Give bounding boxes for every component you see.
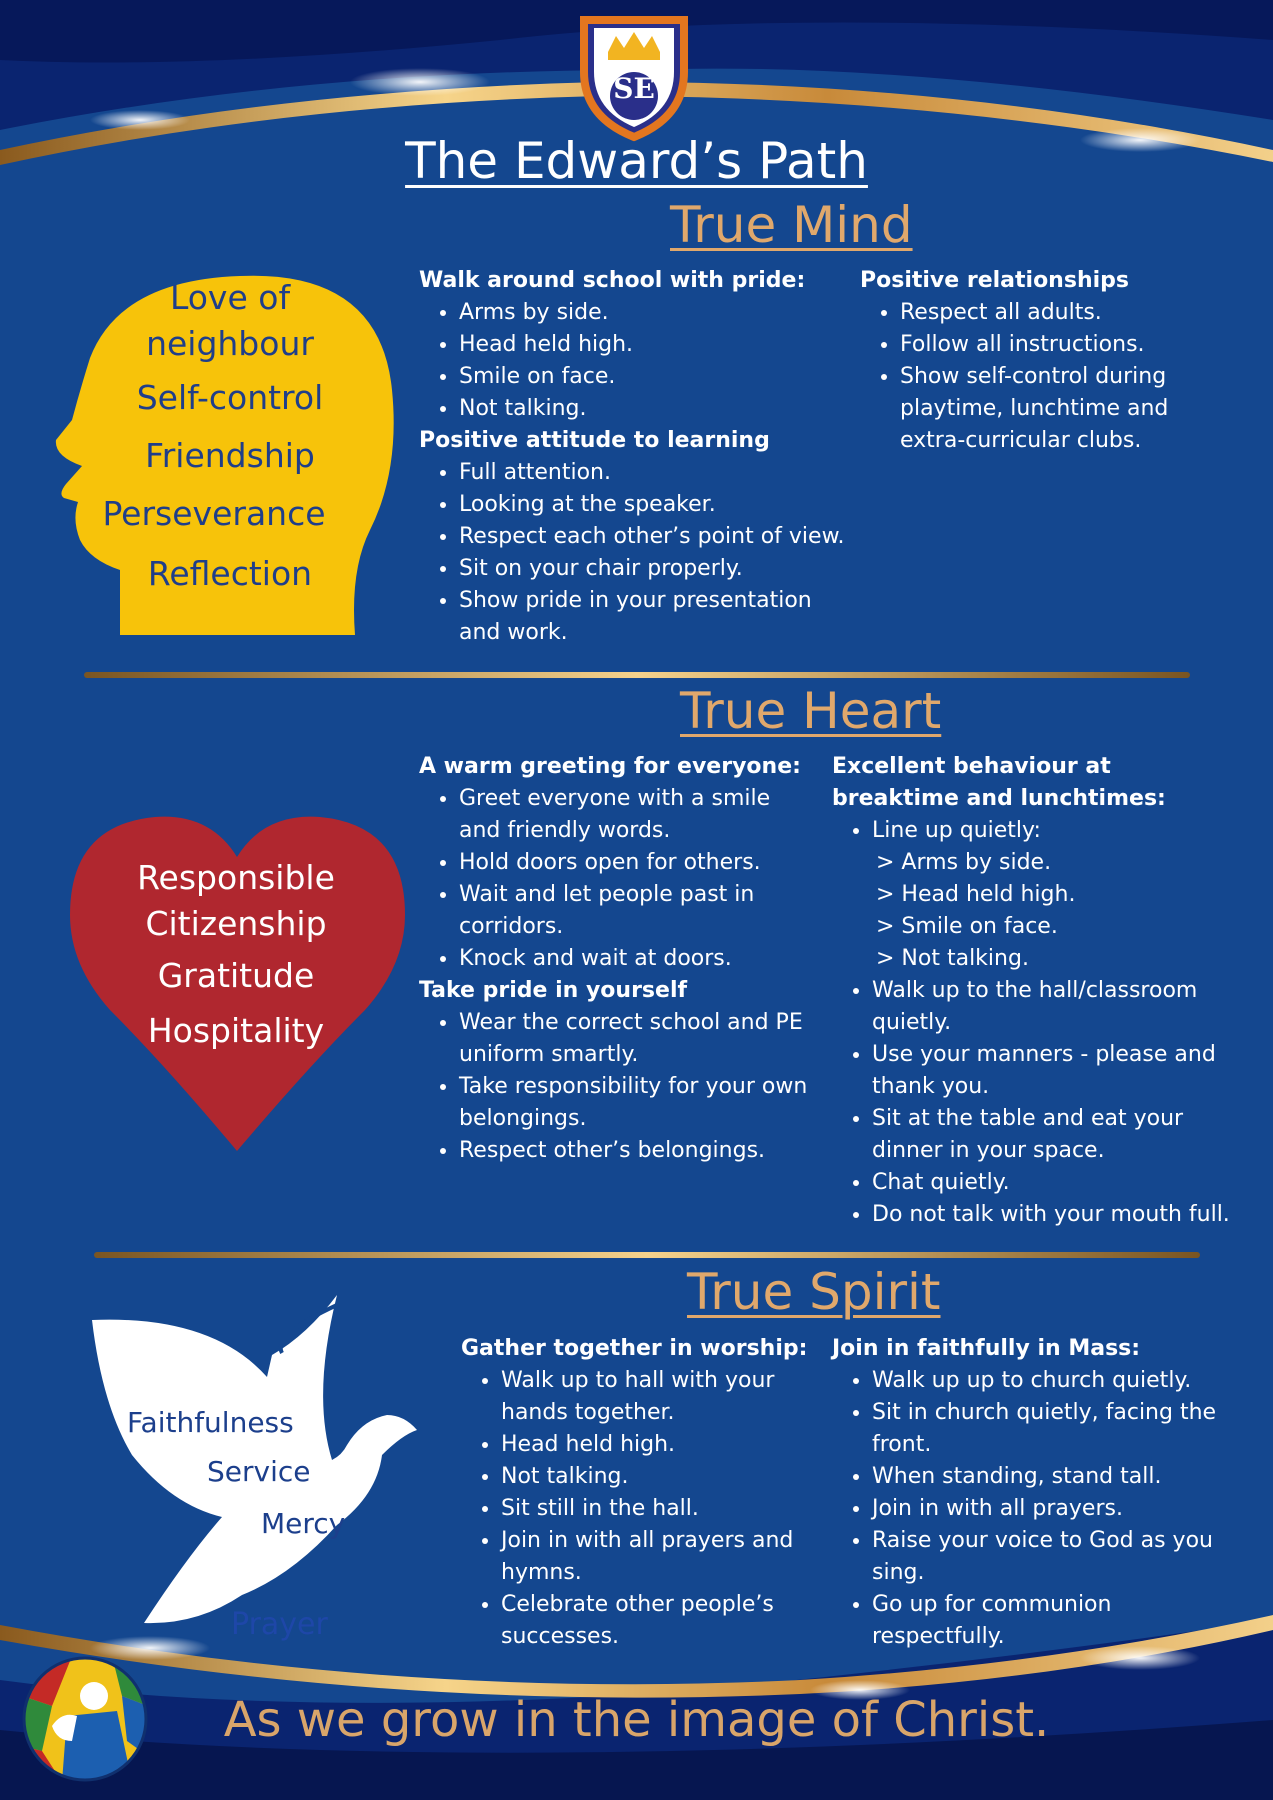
stained-glass-emblem-icon	[22, 1656, 148, 1782]
list-item: Hold doors open for others.	[459, 847, 789, 879]
spirit-col1-list: Walk up to hall with your hands together…	[461, 1365, 821, 1653]
mind-column-1: Walk around school with pride: Arms by s…	[419, 265, 849, 649]
heart-icon	[70, 816, 405, 1151]
mind-column-2: Positive relationships Respect all adult…	[860, 265, 1200, 457]
sub-item: > Arms by side.	[876, 850, 1052, 875]
heart-value: Gratitude	[157, 956, 315, 995]
list-item: Celebrate other people’s successes.	[501, 1589, 821, 1653]
spirit-column-2: Join in faithfully in Mass: Walk up up t…	[832, 1333, 1232, 1653]
list-item: Sit on your chair properly.	[459, 553, 829, 585]
heart-value: Hospitality	[147, 1011, 325, 1050]
section-heading-mind: True Mind	[670, 196, 913, 254]
sub-item: > Head held high.	[876, 882, 1076, 907]
list-item: Head held high.	[501, 1429, 821, 1461]
list-item: Walk up to the hall/classroom quietly.	[872, 975, 1232, 1039]
gold-divider	[84, 672, 1190, 678]
list-item: Knock and wait at doors.	[459, 943, 789, 975]
mind-value: neighbour	[146, 324, 314, 363]
heart-col2-list: Line up quietly:	[832, 815, 1252, 847]
list-item: Raise your voice to God as you sing.	[872, 1525, 1222, 1589]
mind-col2-list: Respect all adults. Follow all instructi…	[860, 297, 1170, 457]
list-item: Wait and let people past in corridors.	[459, 879, 789, 943]
heart-col2-heading: Excellent behaviour at breaktime and lun…	[832, 754, 1166, 811]
mind-col1-list-2: Full attention. Looking at the speaker. …	[419, 457, 845, 649]
list-item: Smile on face.	[459, 361, 849, 393]
heart-value: Responsible	[137, 858, 335, 897]
sub-item: > Not talking.	[876, 946, 1029, 971]
heart-col1-heading: A warm greeting for everyone:	[419, 754, 801, 779]
list-item: Chat quietly.	[872, 1167, 1232, 1199]
list-item: Full attention.	[459, 457, 829, 489]
heart-col2-sublist: > Arms by side. > Head held high. > Smil…	[832, 847, 1252, 975]
list-item: Show pride in your presentation and work…	[459, 585, 829, 649]
heart-column-2: Excellent behaviour at breaktime and lun…	[832, 751, 1252, 1231]
heart-column-1: A warm greeting for everyone: Greet ever…	[419, 751, 819, 1167]
page-title: The Edward’s Path	[405, 132, 868, 190]
mind-col1-list: Arms by side. Head held high. Smile on f…	[419, 297, 849, 425]
list-item: Not talking.	[459, 393, 849, 425]
list-item: Join in with all prayers and hymns.	[501, 1525, 821, 1589]
spirit-col2-list: Walk up up to church quietly. Sit in chu…	[832, 1365, 1222, 1653]
list-item: Do not talk with your mouth full.	[872, 1199, 1232, 1231]
section-heading-heart: True Heart	[680, 682, 942, 740]
heart-value: Citizenship	[145, 904, 327, 943]
list-item: Respect each other’s point of view.	[459, 521, 845, 553]
heart-col2-list-2: Walk up to the hall/classroom quietly. U…	[832, 975, 1232, 1231]
list-item: Looking at the speaker.	[459, 489, 829, 521]
list-item: Show self-control during playtime, lunch…	[900, 361, 1170, 457]
heart-values: Responsible Citizenship Gratitude Hospit…	[86, 858, 386, 1058]
school-crest-icon	[580, 16, 688, 142]
list-item: Wear the correct school and PE uniform s…	[459, 1007, 819, 1071]
list-item: Walk up up to church quietly.	[872, 1365, 1222, 1397]
sub-item: > Smile on face.	[876, 914, 1058, 939]
list-item: Respect all adults.	[900, 297, 1170, 329]
list-item: Use your manners - please and thank you.	[872, 1039, 1232, 1103]
heart-col1-list: Greet everyone with a smile and friendly…	[419, 783, 789, 975]
spirit-value: Mercy	[261, 1507, 346, 1540]
crest-initials: SE	[613, 72, 655, 105]
list-item: Arms by side.	[459, 297, 849, 329]
heart-col1-heading-2: Take pride in yourself	[419, 978, 688, 1003]
list-item: Head held high.	[459, 329, 849, 361]
spirit-value: Faithfulness	[127, 1406, 294, 1439]
motto: As we grow in the image of Christ.	[223, 1692, 1050, 1748]
mind-value: Friendship	[145, 436, 315, 475]
mind-col1-heading: Walk around school with pride:	[419, 268, 806, 293]
list-item: When standing, stand tall.	[872, 1461, 1222, 1493]
list-item: Join in with all prayers.	[872, 1493, 1222, 1525]
list-item: Line up quietly:	[872, 815, 1252, 847]
mind-value: Love of	[169, 278, 291, 317]
mind-value: Self-control	[136, 378, 324, 417]
spirit-value: Prayer	[231, 1607, 328, 1642]
list-item: Take responsibility for your own belongi…	[459, 1071, 819, 1135]
spirit-col2-heading: Join in faithfully in Mass:	[832, 1336, 1141, 1361]
mind-values: Love of neighbour Self-control Friendshi…	[90, 278, 370, 608]
spirit-column-1: Gather together in worship: Walk up to h…	[461, 1333, 831, 1653]
list-item: Sit still in the hall.	[501, 1493, 821, 1525]
dove-icon	[92, 1295, 417, 1624]
mind-value: Reflection	[147, 554, 313, 593]
mind-value: Perseverance	[102, 494, 326, 533]
list-item: Walk up to hall with your hands together…	[501, 1365, 821, 1429]
spirit-col1-heading: Gather together in worship:	[461, 1336, 808, 1361]
mind-col1-heading-2: Positive attitude to learning	[419, 428, 770, 453]
list-item: Follow all instructions.	[900, 329, 1170, 361]
list-item: Respect other’s belongings.	[459, 1135, 819, 1167]
list-item: Sit in church quietly, facing the front.	[872, 1397, 1222, 1461]
list-item: Sit at the table and eat your dinner in …	[872, 1103, 1232, 1167]
list-item: Greet everyone with a smile and friendly…	[459, 783, 789, 847]
list-item: Go up for communion respectfully.	[872, 1589, 1222, 1653]
spirit-value: Service	[207, 1455, 311, 1488]
heart-col1-list-2: Wear the correct school and PE uniform s…	[419, 1007, 819, 1167]
head-silhouette-icon	[55, 275, 394, 635]
list-item: Not talking.	[501, 1461, 821, 1493]
mind-col2-heading: Positive relationships	[860, 268, 1129, 293]
gold-divider	[94, 1252, 1200, 1258]
section-heading-spirit: True Spirit	[687, 1263, 941, 1321]
